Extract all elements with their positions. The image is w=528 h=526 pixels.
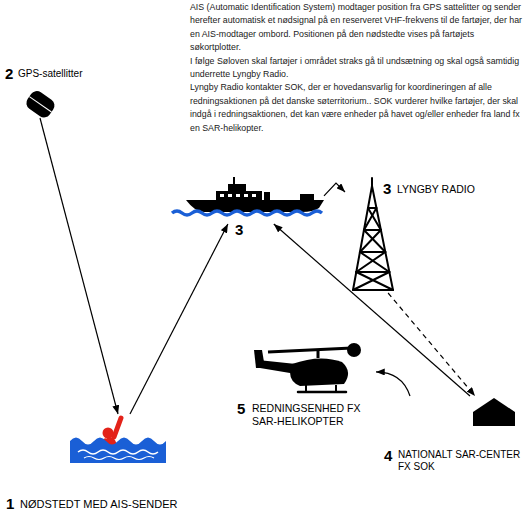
node-label: LYNGBY RADIO [397,183,475,196]
description-paragraph: AIS (Automatic Identification System) mo… [190,1,526,55]
dashed-connector [388,293,475,396]
person-in-water-symbol [70,418,166,463]
callout-number: 2 [5,65,13,83]
gps-satellite-node: 2 GPS-satellitter [4,62,104,118]
callout-number: 3 [383,180,391,198]
connector-arrow [130,224,228,414]
radio-tower-symbol [353,178,393,290]
ship-node: 3 [172,178,324,224]
radio-tower-node: 3 LYNGBY RADIO [345,178,520,293]
callout-number: 5 [237,400,245,418]
connector-arrow [324,183,345,196]
callout-number: 4 [384,447,392,465]
description-text: AIS (Automatic Identification System) mo… [190,1,526,135]
node-label: GPS-satellitter [18,68,82,80]
callout-number: 1 [6,495,14,513]
helicopter-node: 5 REDNINGSENHED FX SAR-HELIKOPTER [236,342,376,430]
node-label: REDNINGSENHED FX SAR-HELIKOPTER [252,402,368,428]
connector-arrow [376,372,410,396]
ship-symbol [172,177,324,215]
description-paragraph: Lyngby Radio kontakter SOK, der er hoved… [190,81,526,135]
sar-center-node: 4NATIONALT SAR-CENTER FX SOK [380,396,524,476]
connector-arrow [274,224,470,396]
person-node: 1 NØDSTEDT MED AIS-SENDER [5,414,205,515]
callout-number: 3 [235,221,243,239]
helicopter-symbol [254,343,361,392]
node-label: NATIONALT SAR-CENTER FX SOK [398,449,528,473]
gps-satellite-symbol [24,88,58,120]
connector-arrow [40,118,118,414]
node-label: NØDSTEDT MED AIS-SENDER [20,498,178,511]
sar-center-house-symbol [473,398,515,426]
description-paragraph: I følge Søloven skal fartøjer i området … [190,55,526,82]
